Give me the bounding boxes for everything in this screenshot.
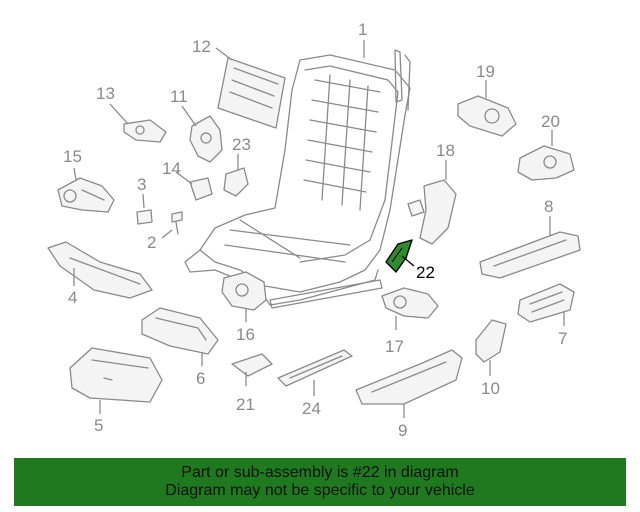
leader-15 bbox=[73, 167, 77, 181]
part-17-motor[interactable] bbox=[381, 287, 439, 319]
callout-21[interactable]: 21 bbox=[236, 395, 255, 414]
part-18-recliner-motor[interactable] bbox=[407, 179, 457, 245]
callout-22[interactable]: 22 bbox=[416, 263, 435, 282]
callout-20[interactable]: 20 bbox=[541, 112, 560, 131]
part-1-seat-frame[interactable] bbox=[184, 49, 411, 309]
leader-22 bbox=[401, 255, 415, 267]
callout-6[interactable]: 6 bbox=[196, 369, 205, 388]
callout-19[interactable]: 19 bbox=[476, 62, 495, 81]
callout-2[interactable]: 2 bbox=[147, 233, 156, 252]
part-15-motor[interactable] bbox=[57, 177, 115, 213]
callout-10[interactable]: 10 bbox=[481, 379, 500, 398]
callout-4[interactable]: 4 bbox=[68, 288, 77, 307]
callout-24[interactable]: 24 bbox=[302, 399, 321, 418]
callout-18[interactable]: 18 bbox=[436, 141, 455, 160]
part-20-motor[interactable] bbox=[517, 145, 575, 181]
callout-11[interactable]: 11 bbox=[170, 87, 188, 106]
callout-14[interactable]: 14 bbox=[162, 159, 181, 178]
leader-14 bbox=[175, 171, 193, 185]
callout-5[interactable]: 5 bbox=[94, 416, 103, 435]
part-11-hinge-bracket[interactable] bbox=[189, 115, 223, 163]
callout-16[interactable]: 16 bbox=[236, 325, 255, 344]
callout-15[interactable]: 15 bbox=[63, 147, 82, 166]
callouts: 1 2 3 4 5 6 7 8 9 10 11 12 13 14 15 16 1 bbox=[63, 20, 567, 440]
part-12-panel[interactable] bbox=[217, 57, 286, 129]
info-banner: Part or sub-assembly is #22 in diagram D… bbox=[14, 458, 626, 506]
part-23-clip[interactable] bbox=[223, 167, 249, 197]
callout-23[interactable]: 23 bbox=[232, 135, 251, 154]
part-14-clip[interactable] bbox=[189, 177, 213, 201]
part-10-trim[interactable] bbox=[475, 319, 507, 363]
part-8-seat-track[interactable] bbox=[479, 231, 581, 279]
part-7-switch-panel[interactable] bbox=[517, 283, 575, 323]
part-13-bracket[interactable] bbox=[123, 119, 167, 143]
leader-13 bbox=[109, 103, 129, 125]
part-9-side-cover[interactable] bbox=[355, 349, 463, 405]
seat-parts-diagram: 1 2 3 4 5 6 7 8 9 10 11 12 13 14 15 16 1 bbox=[47, 20, 581, 440]
callout-7[interactable]: 7 bbox=[558, 329, 567, 348]
part-24-rail-cover[interactable] bbox=[277, 349, 353, 387]
part-21-bracket[interactable] bbox=[231, 353, 273, 377]
callout-12[interactable]: 12 bbox=[192, 37, 211, 56]
leader-12 bbox=[215, 47, 233, 61]
banner-line-2: Diagram may not be specific to your vehi… bbox=[165, 482, 475, 499]
callout-13[interactable]: 13 bbox=[96, 84, 115, 103]
callout-9[interactable]: 9 bbox=[398, 421, 407, 440]
callout-1[interactable]: 1 bbox=[358, 20, 367, 39]
part-5-cover[interactable] bbox=[69, 347, 163, 403]
leader-2 bbox=[161, 229, 173, 239]
part-6-switch-module[interactable] bbox=[141, 307, 219, 355]
part-2-bolt[interactable] bbox=[171, 211, 183, 235]
callout-17[interactable]: 17 bbox=[385, 337, 404, 356]
callout-8[interactable]: 8 bbox=[544, 197, 553, 216]
leader-3 bbox=[142, 193, 145, 209]
part-4-side-trim[interactable] bbox=[47, 241, 153, 299]
part-22-highlighted-bracket[interactable] bbox=[385, 239, 413, 273]
part-16-motor[interactable] bbox=[221, 271, 267, 311]
banner-line-1: Part or sub-assembly is #22 in diagram bbox=[181, 464, 459, 481]
part-3-nut[interactable] bbox=[136, 209, 153, 225]
part-19-motor[interactable] bbox=[457, 95, 517, 137]
callout-3[interactable]: 3 bbox=[137, 175, 146, 194]
leader-11 bbox=[181, 105, 197, 127]
